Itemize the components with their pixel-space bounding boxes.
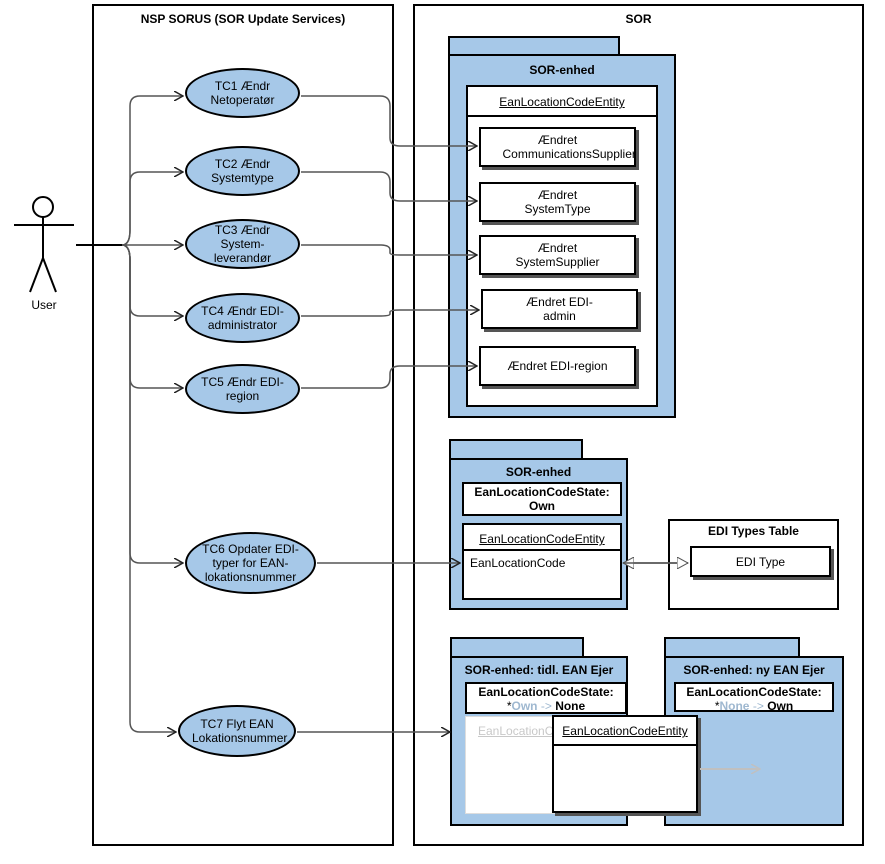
package3-state-label: EanLocationCodeState:	[478, 685, 614, 699]
user-actor-label: User	[31, 298, 57, 312]
package4-state: EanLocationCodeState: *None -> Own	[674, 682, 834, 713]
package2-attribute: EanLocationCode	[470, 556, 566, 570]
use-case-tc4: TC4 Ændr EDI-administrator	[185, 293, 300, 343]
change-system-type: Ændret SystemType	[479, 182, 636, 222]
package3-title: SOR-enhed: tidl. EAN Ejer	[464, 663, 614, 677]
package4-state-label: EanLocationCodeState:	[686, 685, 822, 699]
package1-title: SOR-enhed	[529, 63, 595, 77]
package2-tab	[449, 439, 583, 459]
edi-types-table-title: EDI Types Table	[708, 524, 799, 538]
package4-title: SOR-enhed: ny EAN Ejer	[683, 663, 825, 677]
use-case-tc3: TC3 Ændr System-leverandør	[185, 219, 300, 269]
package2-state: EanLocationCodeState: Own	[462, 482, 622, 516]
use-case-tc5: TC5 Ændr EDI-region	[185, 364, 300, 414]
package3-state-transition: *Own -> None	[506, 699, 586, 713]
change-edi-admin: Ændret EDI-admin	[481, 289, 638, 329]
package3-tab	[450, 637, 584, 657]
package3-state: EanLocationCodeState: *Own -> None	[465, 682, 627, 714]
change-system-supplier: Ændret SystemSupplier	[479, 235, 636, 275]
package3-faded-entity-title: EanLocationC	[478, 724, 554, 738]
change-edi-region: Ændret EDI-region	[479, 346, 636, 386]
use-case-tc1: TC1 Ændr Netoperatør	[185, 68, 300, 118]
usecase-to-entity-links	[297, 95, 479, 732]
user-actor-icon	[14, 196, 74, 293]
package2-entity-title: EanLocationCodeEntity	[462, 523, 622, 551]
package4-tab	[664, 637, 800, 657]
edi-type-item: EDI Type	[690, 546, 831, 577]
use-case-tc7: TC7 Flyt EAN Lokationsnummer	[178, 705, 296, 757]
change-communications-supplier: Ændret CommunicationsSupplier	[479, 127, 636, 167]
package1-tab	[448, 36, 620, 55]
use-case-tc2: TC2 Ændr Systemtype	[185, 146, 300, 196]
use-case-tc6: TC6 Opdater EDI-typer for EAN-lokationsn…	[185, 532, 316, 594]
actor-associations	[76, 96, 183, 732]
package2-title: SOR-enhed	[505, 465, 572, 479]
package2-state-value: Own	[529, 499, 555, 513]
nsp-sorus-title: NSP SORUS (SOR Update Services)	[140, 12, 346, 26]
package2-state-label: EanLocationCodeState:	[474, 485, 610, 499]
sor-title: SOR	[625, 12, 652, 26]
package4-state-transition: *None -> Own	[714, 699, 794, 713]
package1-entity-title: EanLocationCodeEntity	[466, 85, 658, 117]
moving-entity-title: EanLocationCodeEntity	[552, 715, 698, 746]
